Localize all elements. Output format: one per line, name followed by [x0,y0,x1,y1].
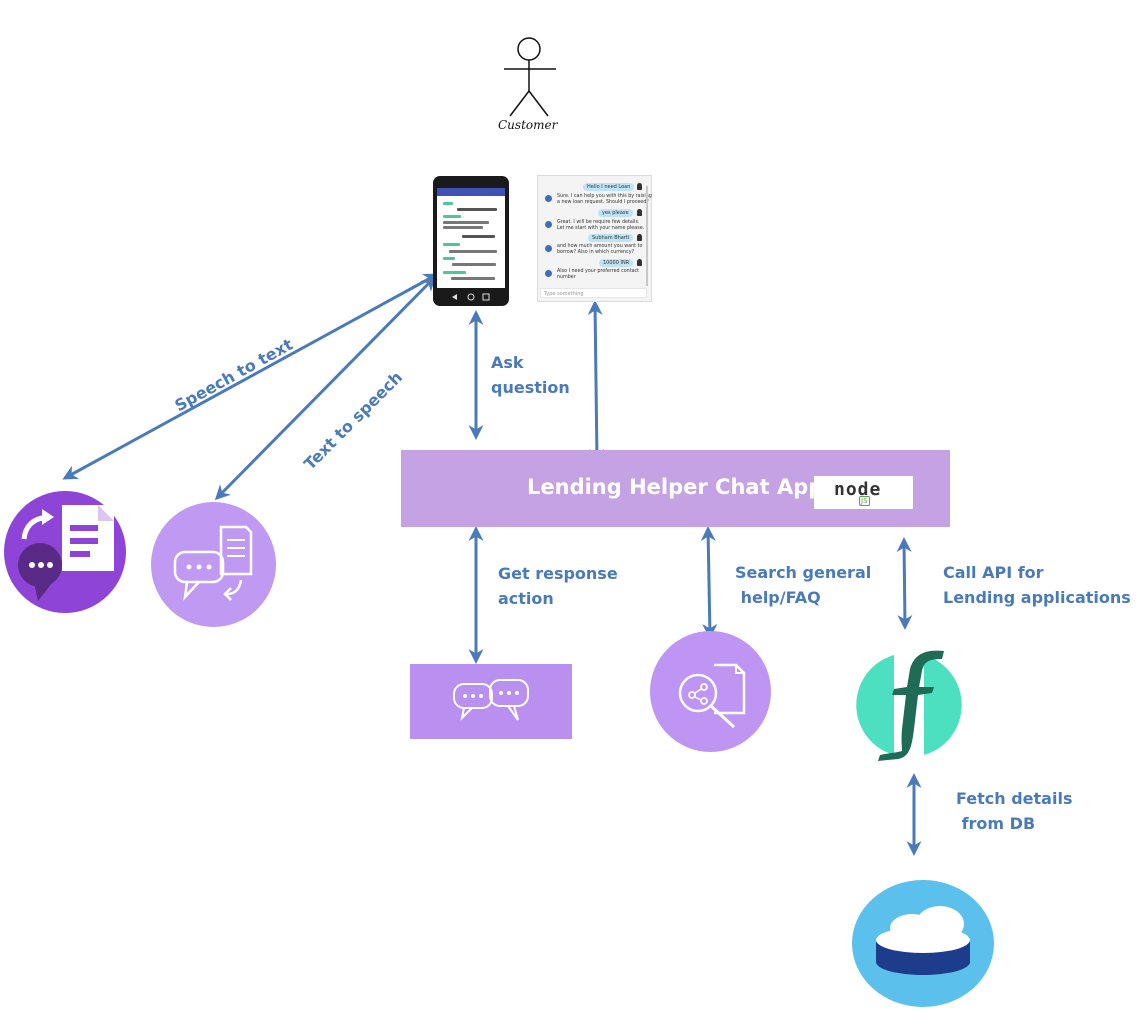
user-avatar-icon [637,209,642,216]
chat-message-user: 10000 INR [599,259,634,267]
bot-avatar-icon [545,245,552,252]
text-to-speech-icon [151,502,276,627]
main-app-box: Lending Helper Chat App node JS [401,450,950,527]
chat-input[interactable]: Type something [540,288,647,298]
api-function-icon [856,650,962,761]
label-search-faq: Search general help/FAQ [735,563,872,607]
database-icon [852,880,994,1007]
chat-message-bot: Great. I will be require few details. Le… [557,220,645,231]
phone-app-bar [437,188,505,196]
arrow-search-faq [700,526,718,639]
label-fetch-details: Fetch details from DB [956,789,1073,833]
nodejs-logo: node JS [814,476,913,509]
chat-message-bot: Sure. I can help you with this by raisin… [557,194,652,205]
nodejs-logo-sub: JS [859,496,870,506]
arrow-chat-window [587,300,605,464]
customer-label: Customer [498,118,558,132]
bot-avatar-icon [545,195,552,202]
chat-window: Hello I need Loan Sure. I can help you w… [537,175,652,302]
chat-message-user: yes please [598,209,633,217]
chat-message-user: Hello I need Loan [583,183,635,191]
label-get-response: Get response action [498,564,618,608]
chat-scrollbar[interactable] [646,186,648,286]
arrow-text-to-speech [214,275,437,501]
customer-actor-icon [504,37,556,117]
phone-mockup [433,176,509,306]
bot-avatar-icon [545,270,552,277]
user-avatar-icon [637,259,642,266]
speech-to-text-icon [4,491,126,613]
chat-message-user: Subham Bharti [588,234,634,242]
faq-search-icon [650,631,771,752]
arrow-call-api [896,537,913,630]
chat-message-bot: Also I need your preferred contact numbe… [557,269,640,280]
phone-screen [437,188,505,288]
label-call-api: Call API for Lending applications [943,563,1131,607]
user-avatar-icon [637,183,642,190]
user-avatar-icon [637,234,642,241]
label-ask-question: Ask question [491,353,570,397]
nodejs-logo-text: node [834,479,882,500]
chat-bubbles-icon [410,664,572,739]
chat-message-bot: and how much amount you want to borrow? … [557,244,643,255]
main-app-title: Lending Helper Chat App [527,475,824,499]
bot-avatar-icon [545,221,552,228]
